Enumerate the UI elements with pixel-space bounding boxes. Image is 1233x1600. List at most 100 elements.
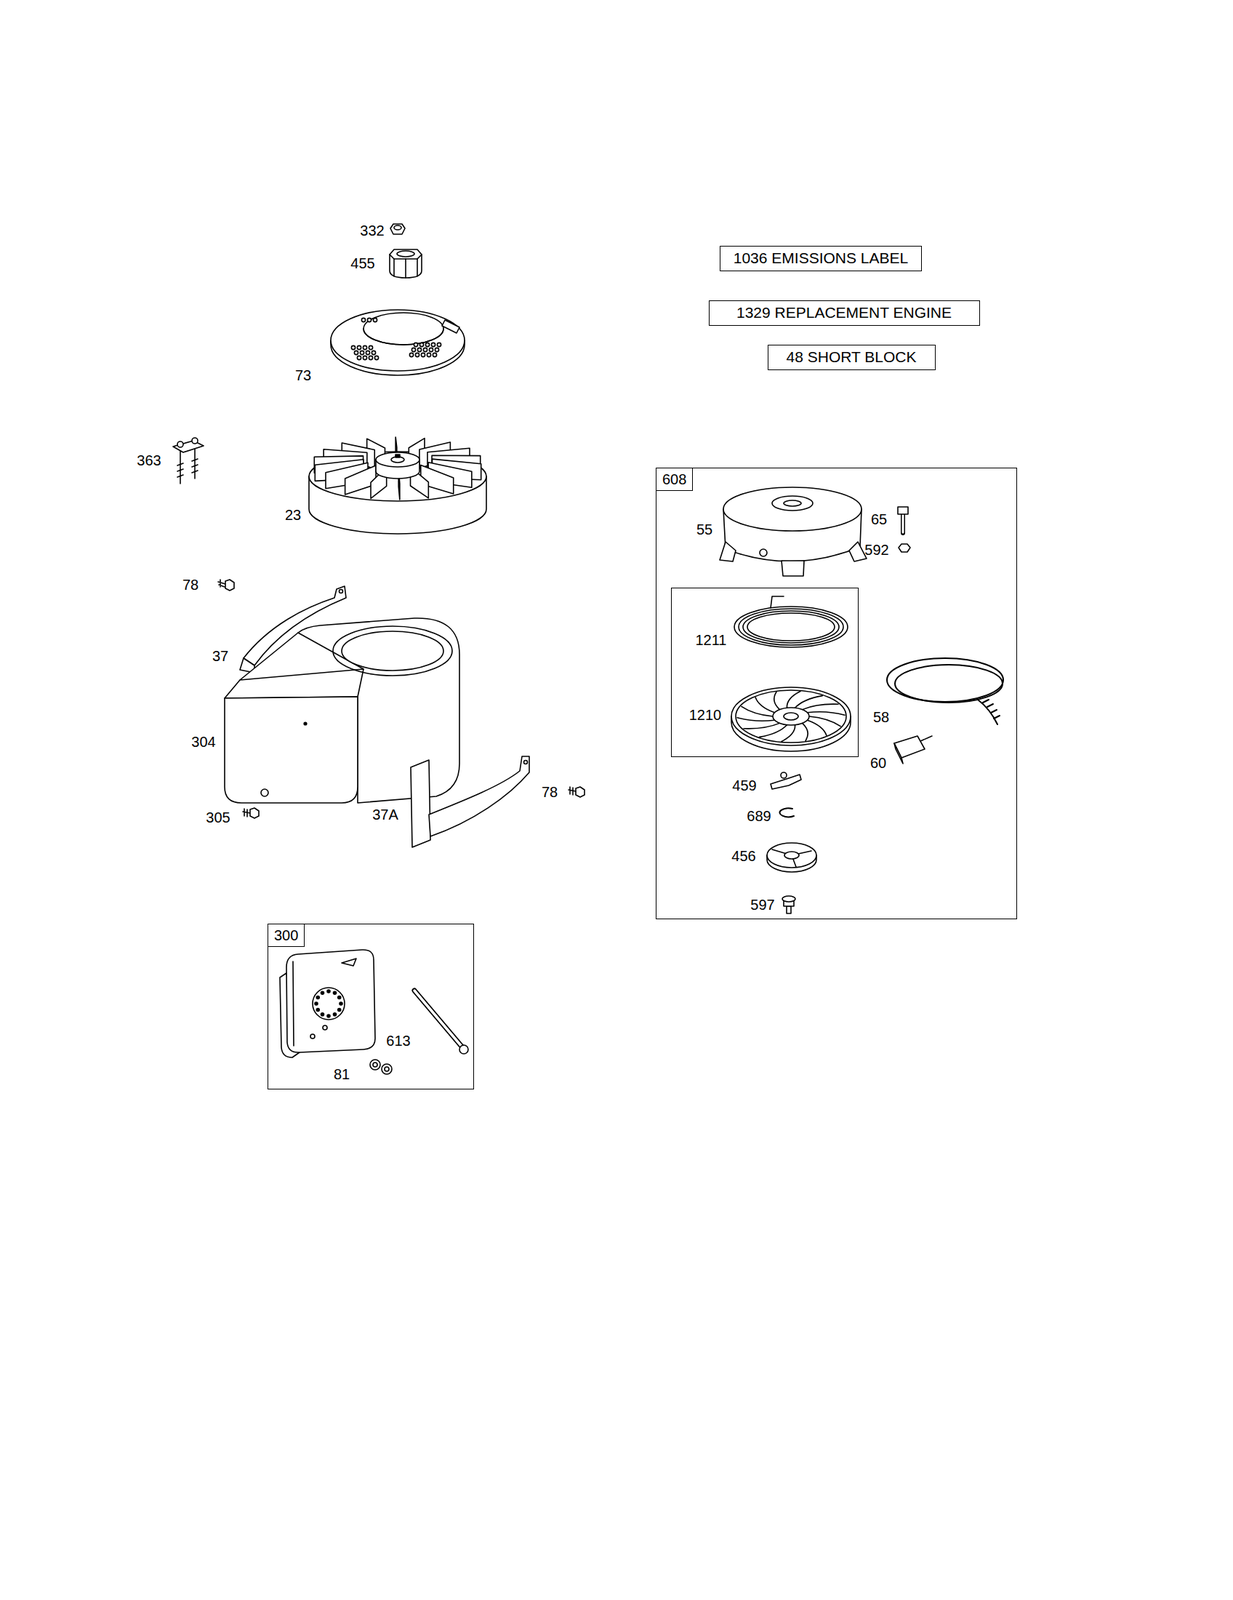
- muffler-holes: [338, 995, 341, 999]
- bolt-drawing: [414, 990, 463, 1047]
- screen-drawing: [442, 319, 460, 333]
- washer-drawing: [384, 1066, 389, 1071]
- pawl-drawing: [780, 772, 787, 778]
- perforation-dots: [351, 345, 355, 349]
- clip-drawing: [779, 807, 794, 817]
- pulley-drawing: [735, 689, 847, 743]
- group-number: 300: [268, 924, 305, 947]
- washer-drawing: [370, 1059, 392, 1074]
- perforation-dots: [434, 347, 439, 352]
- rope-drawing: [894, 664, 1003, 703]
- rope-drawing: [886, 657, 1004, 725]
- cap-drawing: [396, 250, 415, 257]
- pulley-vanes: [759, 724, 788, 738]
- retainer-drawing: [766, 842, 817, 872]
- callout-number: 304: [191, 733, 216, 750]
- perforation-dots: [371, 350, 376, 355]
- bracket-drawing: [191, 437, 198, 444]
- label-box: 1329 REPLACEMENT ENGINE: [708, 300, 981, 326]
- perforation-dots: [374, 355, 379, 360]
- muffler-holes: [333, 1012, 337, 1016]
- muffler-holes: [327, 1014, 331, 1018]
- nut-drawing: [390, 223, 405, 235]
- muffler-holes: [314, 989, 343, 1018]
- callout-number: 58: [873, 708, 890, 725]
- callout-number: 597: [750, 896, 775, 913]
- spring-drawing: [734, 606, 848, 648]
- callout-number: 332: [359, 222, 384, 239]
- pawl-drawing: [770, 772, 802, 789]
- perforation-dots: [359, 350, 364, 355]
- handle-drawing: [894, 735, 933, 764]
- perforation-dots: [368, 355, 373, 360]
- perforation-dots: [419, 342, 424, 347]
- muffler-holes: [314, 1001, 318, 1005]
- pulley-drawing: [783, 712, 799, 720]
- starter-housing-drawing: [849, 541, 867, 562]
- perforation-dots: [356, 355, 361, 360]
- pulley-vanes: [795, 695, 823, 709]
- spring-drawing: [770, 596, 784, 608]
- group-box: 300: [267, 923, 475, 1090]
- subgroup-box: 12111210: [671, 587, 859, 757]
- rope-drawing: [886, 657, 1004, 702]
- flywheel-drawing: [395, 454, 400, 458]
- callout-number: 613: [386, 1032, 411, 1049]
- perforation-dots: [367, 317, 371, 322]
- bracket-drawing: [177, 458, 198, 477]
- screen-drawing: [330, 309, 465, 371]
- callout-number: 455: [350, 255, 375, 272]
- screw-drawing: [782, 895, 796, 902]
- callout-number: 305: [205, 809, 230, 826]
- perforation-dots: [425, 342, 429, 347]
- perforation-dots: [365, 350, 370, 355]
- spring-drawing: [734, 596, 848, 648]
- muffler-drawing: [279, 949, 376, 1058]
- perforation-dots: [432, 352, 437, 357]
- perforation-dots: [431, 342, 435, 347]
- starter-housing-drawing: [723, 487, 862, 531]
- nut-drawing: [898, 543, 911, 552]
- group-number: 608: [656, 468, 693, 491]
- bracket-drawing: [177, 441, 184, 448]
- perforation-dots: [362, 355, 367, 360]
- spring-drawing: [742, 610, 839, 643]
- bolt-drawing: [897, 506, 909, 514]
- perforation-dots: [356, 345, 361, 349]
- pulley-vanes: [807, 711, 845, 716]
- callout-number: 592: [864, 541, 889, 558]
- cap-drawing: [416, 258, 419, 277]
- spring-drawing: [738, 608, 844, 645]
- perforation-dots: [426, 352, 431, 357]
- pulley-vanes: [755, 697, 775, 713]
- muffler-holes: [327, 989, 331, 993]
- starter-housing-drawing: [772, 495, 813, 511]
- perforation-dots: [351, 317, 441, 360]
- muffler-holes: [316, 1008, 320, 1012]
- baffle-drawing: [524, 760, 528, 765]
- nut-drawing: [390, 223, 405, 235]
- muffler-drawing: [310, 1033, 315, 1039]
- washer-drawing: [370, 1059, 381, 1070]
- muffler-holes: [321, 1012, 325, 1016]
- starter-housing-drawing: [719, 487, 867, 576]
- screw-drawing: [225, 579, 235, 591]
- pulley-drawing: [772, 707, 810, 725]
- bolt-drawing: [414, 990, 463, 1047]
- screw-drawing: [786, 905, 791, 914]
- cap-drawing: [393, 258, 395, 277]
- callout-number: 459: [732, 777, 757, 794]
- pulley-vanes: [737, 717, 775, 722]
- muffler-holes: [333, 990, 337, 994]
- label-text: 1036 EMISSIONS LABEL: [733, 249, 909, 267]
- screw-drawing: [242, 808, 251, 817]
- starter-housing-drawing: [719, 541, 736, 562]
- cap-drawing: [389, 249, 422, 278]
- bracket-drawing: [173, 437, 204, 484]
- perforation-dots: [415, 352, 419, 357]
- pulley-vanes: [807, 719, 827, 736]
- screw-drawing: [218, 579, 235, 591]
- handle-drawing: [920, 735, 933, 741]
- pulley-vanes: [737, 691, 845, 742]
